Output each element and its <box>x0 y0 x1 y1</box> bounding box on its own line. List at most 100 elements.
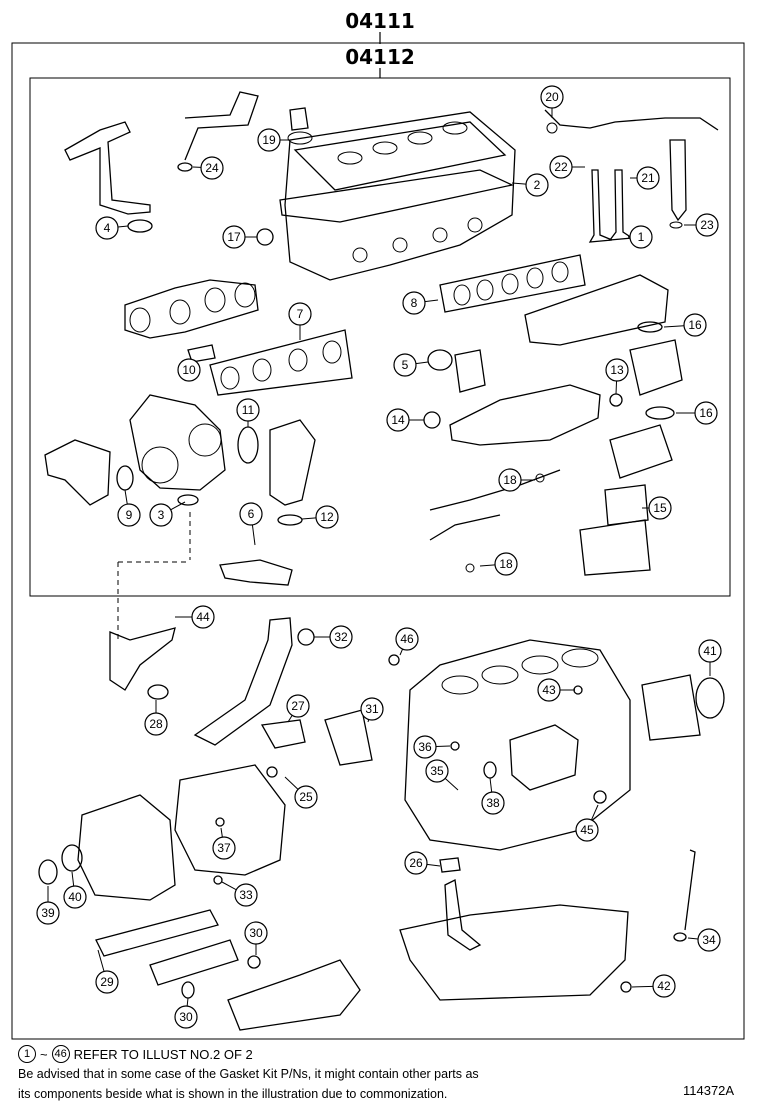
callout-circle <box>605 358 629 382</box>
reference-note: 1 ~ 46 REFER TO ILLUST NO.2 OF 2 <box>18 1045 253 1063</box>
callout-25: 25 <box>284 776 318 809</box>
gasket-11 <box>237 426 259 464</box>
callout-circle <box>395 627 419 651</box>
o-ring-36 <box>450 741 460 751</box>
callout-number: 26 <box>409 856 423 870</box>
callout-leader <box>424 299 439 303</box>
water-outlet-pipe <box>64 91 259 215</box>
gasket-26 <box>439 857 461 873</box>
callout-circle <box>288 302 312 326</box>
callout-number: 27 <box>291 699 305 713</box>
callout-circle <box>494 552 518 576</box>
callout-number: 6 <box>248 507 255 521</box>
callout-circle <box>549 155 573 179</box>
callout-number: 16 <box>699 406 713 420</box>
oil-pump <box>227 959 361 1031</box>
callout-number: 33 <box>239 888 253 902</box>
callout-number: 32 <box>334 630 348 644</box>
callout-number: 19 <box>262 133 276 147</box>
callout-3: 3 <box>149 501 186 527</box>
callout-leader <box>287 715 293 723</box>
exhaust-manifold <box>124 279 259 339</box>
callout-37: 37 <box>212 827 236 860</box>
callout-6: 6 <box>239 502 263 546</box>
callout-35: 35 <box>425 759 459 791</box>
callout-10: 10 <box>177 358 201 382</box>
callout-20: 20 <box>540 85 564 118</box>
intake-manifold <box>524 274 669 346</box>
callout-36: 36 <box>413 735 451 759</box>
callout-46: 46 <box>395 627 419 656</box>
o-ring-43 <box>573 685 583 695</box>
callout-leader <box>220 827 223 838</box>
o-ring-37 <box>215 817 225 827</box>
throttle-body <box>579 339 683 576</box>
callout-number: 2 <box>534 178 541 192</box>
callout-circle <box>481 791 505 815</box>
callout-circle <box>393 353 417 377</box>
gasket-28 <box>147 684 169 700</box>
gasket-30-lower <box>181 981 195 999</box>
gasket-10 <box>187 344 216 363</box>
callout-circle <box>95 970 119 994</box>
outer-kit-frame <box>11 42 745 1040</box>
gasket-9 <box>116 465 134 491</box>
callout-17: 17 <box>222 225 257 249</box>
callout-19: 19 <box>257 128 292 152</box>
exhaust-manifold-gasket <box>209 329 353 396</box>
bracket-6 <box>219 559 293 586</box>
callout-number: 21 <box>641 171 655 185</box>
callout-circle <box>117 503 141 527</box>
callout-43: 43 <box>537 678 575 702</box>
callout-number: 38 <box>486 796 500 810</box>
callout-leader <box>399 648 404 656</box>
injection-pump <box>509 724 579 791</box>
vacuum-pipes <box>429 469 561 541</box>
range-tilde: ~ <box>40 1046 48 1062</box>
oil-cooler <box>149 939 239 986</box>
callout-39: 39 <box>36 886 60 925</box>
timing-cover-inner <box>174 764 286 876</box>
seal-39 <box>38 859 58 885</box>
callout-number: 20 <box>545 90 559 104</box>
egr-cooler <box>449 384 601 446</box>
callout-circle <box>629 225 653 249</box>
callout-number: 7 <box>297 307 304 321</box>
oil-pipe <box>109 627 176 691</box>
callout-circle <box>200 156 224 180</box>
callout-number: 23 <box>700 218 714 232</box>
callout-45: 45 <box>575 804 599 842</box>
seal-41 <box>695 677 725 719</box>
callout-circle <box>540 85 564 109</box>
callout-number: 15 <box>653 501 667 515</box>
gasket-3 <box>177 494 199 506</box>
callout-number: 40 <box>68 890 82 904</box>
gasket-42 <box>620 981 632 993</box>
callout-41: 41 <box>698 639 722 676</box>
callout-44: 44 <box>175 605 215 629</box>
callout-circle <box>286 694 310 718</box>
range-end-callout: 46 <box>51 1045 70 1063</box>
callout-circle <box>212 836 236 860</box>
gasket-30-upper <box>247 955 261 969</box>
callout-number: 18 <box>499 557 513 571</box>
callout-number: 31 <box>365 702 379 716</box>
callout-30: 30 <box>244 921 268 955</box>
callout-leader <box>97 949 105 972</box>
inner-kit-frame <box>29 77 731 597</box>
callout-circle <box>149 503 173 527</box>
rear-oil-seal-retainer <box>641 674 701 741</box>
gasket-29 <box>95 909 219 957</box>
callout-number: 44 <box>196 610 210 624</box>
turbocharger <box>44 394 226 506</box>
callout-18: 18 <box>479 552 518 576</box>
callout-circle <box>329 625 353 649</box>
callout-number: 41 <box>703 644 717 658</box>
callout-4: 4 <box>95 216 129 240</box>
callout-circle <box>234 883 258 907</box>
callout-leader <box>590 804 599 821</box>
callout-number: 12 <box>320 510 334 524</box>
callout-leader <box>435 745 451 748</box>
callout-number: 18 <box>503 473 517 487</box>
